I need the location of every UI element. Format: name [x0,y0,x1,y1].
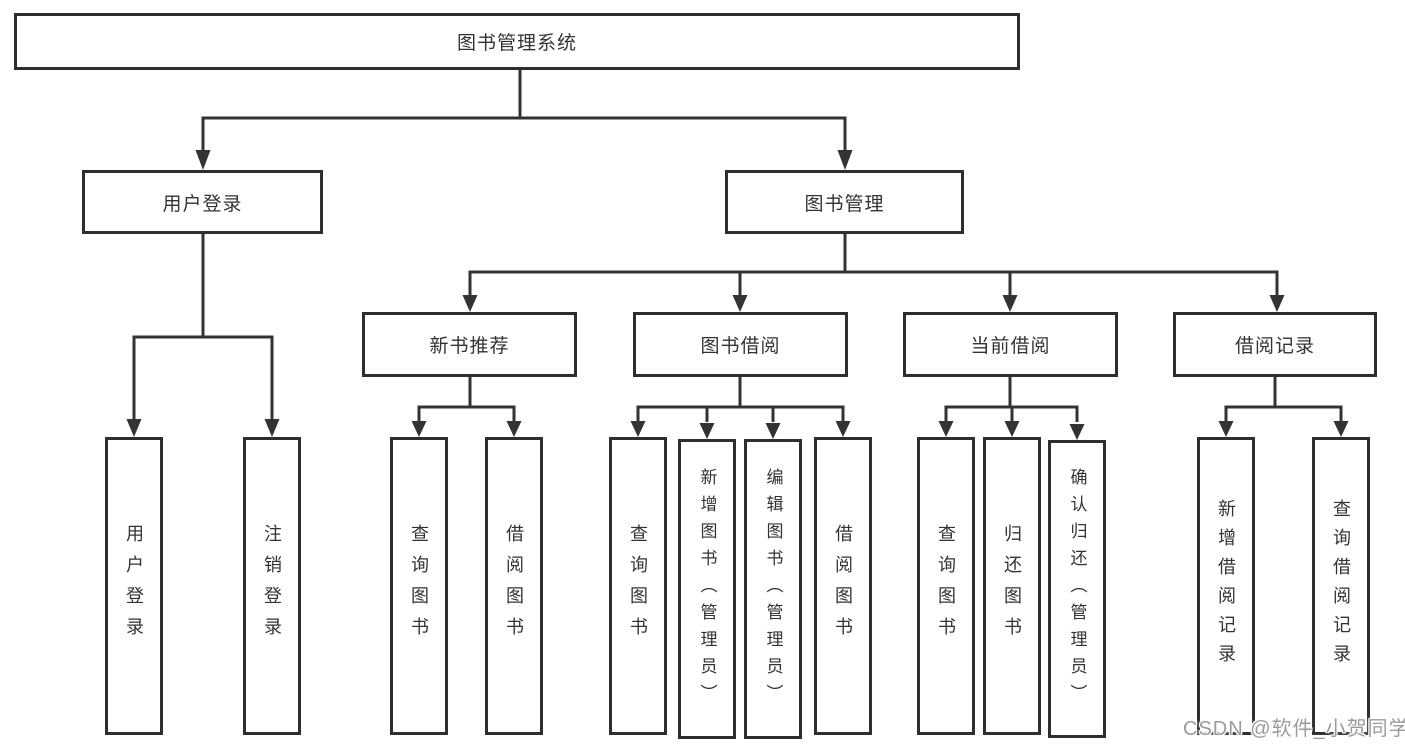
leaf-label: 新增图书（管理员） [697,467,717,711]
arrow-down-icon [264,419,280,437]
node-book-borrow: 图书借阅 [633,312,848,377]
node-book-management: 图书管理 [725,170,964,234]
node-root-label: 图书管理系统 [456,33,577,54]
connector-book-management-to-level3 [462,234,1285,312]
node-leaf-logout: 注销登录 [243,437,301,735]
node-user-login-label: 用户登录 [162,193,243,215]
connector-book-borrow-to-children [630,377,851,439]
arrow-down-icon [765,423,781,439]
connector-new-book-to-children [411,377,522,437]
node-current-borrow-label: 当前借阅 [970,336,1051,357]
csdn-watermark: CSDN @软件_小贺同学 [1183,718,1405,740]
leaf-label: 查询图书 [936,524,956,648]
node-leaf-query-books-3: 查询图书 [917,437,975,735]
node-leaf-add-borrow-record: 新增借阅记录 [1197,437,1255,735]
leaf-label: 查询图书 [628,524,648,648]
node-root-system: 图书管理系统 [14,13,1020,70]
leaf-label: 借阅图书 [504,524,524,648]
arrow-down-icon [732,295,748,312]
leaf-label: 确认归还（管理员） [1067,467,1087,711]
node-book-borrow-label: 图书借阅 [700,336,781,357]
arrow-down-icon [1004,421,1020,437]
node-leaf-confirm-return-admin: 确认归还（管理员） [1048,440,1106,738]
arrow-down-icon [1333,421,1349,437]
node-new-book-recommend: 新书推荐 [362,312,577,377]
node-borrow-records-label: 借阅记录 [1234,336,1315,357]
connector-root-to-level2 [195,70,853,170]
node-borrow-records: 借阅记录 [1173,312,1377,377]
node-leaf-query-borrow-record: 查询借阅记录 [1312,437,1370,735]
arrow-down-icon [837,150,853,170]
arrow-down-icon [699,423,715,439]
arrow-down-icon [1069,424,1085,440]
arrow-down-icon [1269,295,1285,312]
connector-user-login-to-children [126,234,280,437]
node-leaf-add-books-admin: 新增图书（管理员） [678,439,736,739]
arrow-down-icon [462,295,478,312]
connector-current-borrow-to-children [938,377,1085,440]
leaf-label: 编辑图书（管理员） [763,467,783,711]
node-leaf-edit-books-admin: 编辑图书（管理员） [744,439,802,739]
node-leaf-borrow-books-2: 借阅图书 [814,437,872,735]
arrow-down-icon [835,421,851,437]
node-new-book-recommend-label: 新书推荐 [429,336,510,357]
node-leaf-query-books-2: 查询图书 [609,437,667,735]
node-leaf-borrow-books-1: 借阅图书 [485,437,543,735]
node-leaf-user-login: 用户登录 [105,437,163,735]
arrow-down-icon [630,421,646,437]
arrow-down-icon [1218,421,1234,437]
leaf-label: 注销登录 [262,524,282,648]
leaf-label: 归还图书 [1002,524,1022,648]
leaf-label: 新增借阅记录 [1216,499,1236,673]
leaf-label: 借阅图书 [833,524,853,648]
node-leaf-return-books: 归还图书 [983,437,1041,735]
arrow-down-icon [938,421,954,437]
arrow-down-icon [126,419,142,437]
arrow-down-icon [195,150,211,170]
arrow-down-icon [506,421,522,437]
node-current-borrow: 当前借阅 [903,312,1118,377]
leaf-label: 查询借阅记录 [1331,499,1351,673]
arrow-down-icon [1002,295,1018,312]
node-leaf-query-books-1: 查询图书 [390,437,448,735]
leaf-label: 用户登录 [124,524,144,648]
leaf-label: 查询图书 [409,524,429,648]
node-book-management-label: 图书管理 [804,193,885,215]
arrow-down-icon [411,421,427,437]
node-user-login: 用户登录 [82,170,323,234]
connector-borrow-records-to-children [1218,377,1349,437]
